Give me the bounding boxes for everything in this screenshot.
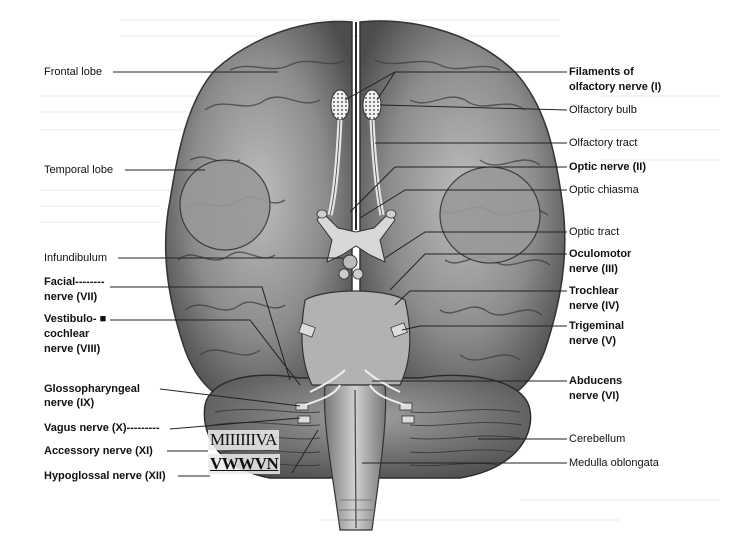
optic-chiasma-shape bbox=[316, 211, 396, 263]
label-oculomotor-2: nerve (III) bbox=[569, 263, 618, 275]
background-texture bbox=[40, 19, 720, 521]
artifact-line-1: MIIIIIIVA bbox=[208, 430, 279, 450]
label-accessory: Accessory nerve (XI) bbox=[44, 445, 153, 457]
nerve-roots bbox=[304, 369, 406, 406]
nerve-stubs bbox=[295, 322, 415, 424]
spinal-segments bbox=[338, 499, 374, 521]
label-oculomotor-1: Oculomotor bbox=[569, 248, 632, 260]
label-olfactory-tract: Olfactory tract bbox=[569, 137, 638, 149]
temporal-lobe-left bbox=[179, 159, 271, 251]
pons bbox=[301, 290, 411, 386]
artifact-line-2: VWWVN bbox=[208, 454, 281, 474]
infundibulum-shape bbox=[342, 254, 358, 270]
label-infundibulum: Infundibulum bbox=[44, 252, 107, 264]
label-hypoglossal: Hypoglossal nerve (XII) bbox=[44, 470, 166, 482]
leader-lines bbox=[110, 71, 568, 477]
olfactory-bulb-left bbox=[330, 89, 350, 121]
label-vestib-1: Vestibulo- ■ bbox=[44, 313, 107, 325]
label-glosso-1: Glossopharyngeal bbox=[44, 383, 140, 395]
label-optic-nerve: Optic nerve (II) bbox=[569, 161, 647, 173]
label-glosso-2: nerve (IX) bbox=[44, 397, 95, 409]
label-abducens-1: Abducens bbox=[569, 375, 623, 387]
label-vagus: Vagus nerve (X)--------- bbox=[44, 422, 160, 434]
label-olfactory-bulb: Olfactory bulb bbox=[569, 104, 637, 116]
label-vestib-2: cochlear bbox=[44, 328, 90, 340]
label-cerebellum: Cerebellum bbox=[569, 433, 626, 445]
label-optic-chiasma: Optic chiasma bbox=[569, 184, 639, 196]
label-abducens-2: nerve (VI) bbox=[569, 390, 620, 402]
label-optic-tract: Optic tract bbox=[569, 226, 620, 238]
label-frontal-lobe: Frontal lobe bbox=[44, 66, 103, 78]
label-temporal-lobe: Temporal lobe bbox=[44, 164, 114, 176]
label-vestib-3: nerve (VIII) bbox=[44, 343, 101, 355]
temporal-lobe-right bbox=[439, 166, 541, 264]
label-filaments-2: olfactory nerve (I) bbox=[569, 81, 662, 93]
label-facial-1: Facial-------- bbox=[44, 276, 105, 288]
label-filaments-1: Filaments of bbox=[569, 66, 634, 78]
label-trochlear-2: nerve (IV) bbox=[569, 300, 620, 312]
label-trigeminal-1: Trigeminal bbox=[569, 320, 625, 332]
label-trigeminal-2: nerve (V) bbox=[569, 335, 617, 347]
olfactory-bulb-right bbox=[362, 89, 382, 121]
label-trochlear-1: Trochlear bbox=[569, 285, 619, 297]
label-facial-2: nerve (VII) bbox=[44, 291, 98, 303]
label-medulla: Medulla oblongata bbox=[569, 457, 659, 469]
